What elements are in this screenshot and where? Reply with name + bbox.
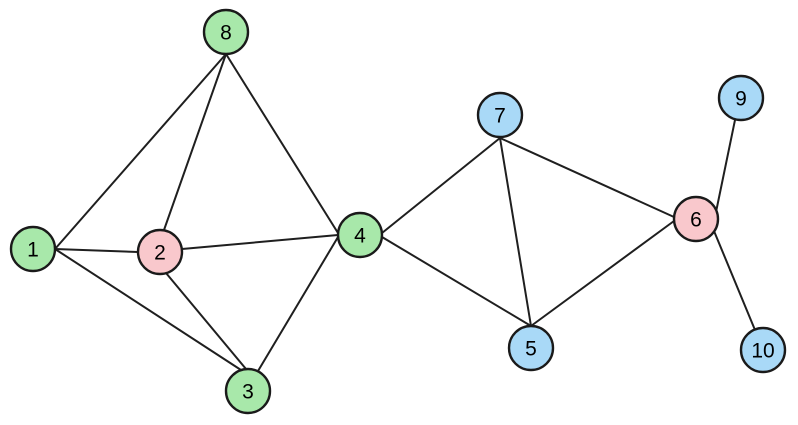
edge-6-10 — [713, 230, 756, 331]
edge-2-4 — [181, 234, 339, 250]
node-circle-8[interactable] — [202, 8, 250, 56]
edge-5-7 — [499, 137, 532, 327]
node-circle-1[interactable] — [9, 225, 57, 273]
graph-node-7[interactable]: 7 — [476, 91, 524, 139]
edge-4-7 — [381, 137, 501, 234]
graph-node-10[interactable]: 10 — [739, 326, 787, 374]
edge-1-3 — [54, 248, 242, 371]
edge-1-8 — [54, 53, 227, 250]
graph-node-8[interactable]: 8 — [202, 8, 250, 56]
node-circle-2[interactable] — [136, 228, 184, 276]
node-circle-9[interactable] — [717, 74, 765, 122]
graph-node-6[interactable]: 6 — [672, 195, 720, 243]
node-circle-5[interactable] — [507, 324, 555, 372]
edge-6-7 — [499, 137, 675, 218]
edge-4-8 — [225, 53, 339, 234]
node-circle-10[interactable] — [739, 326, 787, 374]
node-circle-3[interactable] — [224, 367, 272, 415]
node-circle-7[interactable] — [476, 91, 524, 139]
edge-2-3 — [165, 272, 247, 370]
edge-4-5 — [381, 236, 532, 327]
node-circle-4[interactable] — [336, 211, 384, 259]
graph-node-4[interactable]: 4 — [336, 211, 384, 259]
edge-5-6 — [530, 220, 675, 327]
edge-1-2 — [54, 248, 139, 253]
graph-node-2[interactable]: 2 — [136, 228, 184, 276]
graph-node-1[interactable]: 1 — [9, 225, 57, 273]
graph-node-3[interactable]: 3 — [224, 367, 272, 415]
edge-2-8 — [163, 53, 227, 231]
graph-node-5[interactable]: 5 — [507, 324, 555, 372]
edge-6-9 — [715, 119, 736, 213]
graph-node-9[interactable]: 9 — [717, 74, 765, 122]
edge-3-4 — [257, 236, 339, 372]
node-circle-6[interactable] — [672, 195, 720, 243]
